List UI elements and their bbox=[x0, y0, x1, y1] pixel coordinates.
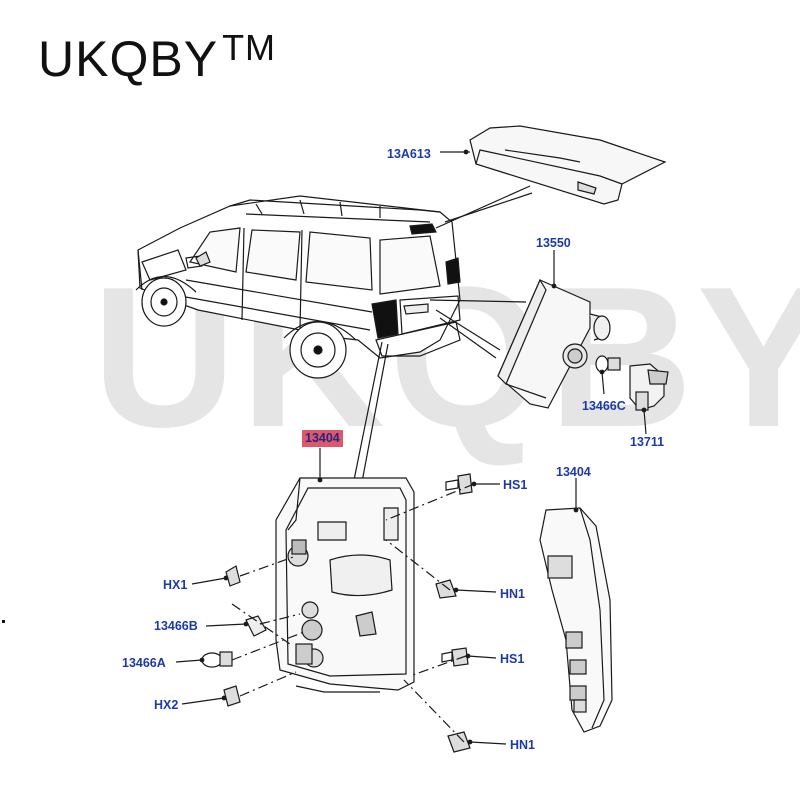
bulb-13466c bbox=[595, 355, 621, 373]
callout-hs1-top: HS1 bbox=[503, 478, 528, 492]
callout-13404-highlighted: 13404 bbox=[302, 430, 343, 447]
bulb-holder-13711 bbox=[629, 363, 669, 411]
leader-lines bbox=[353, 151, 533, 483]
callout-hx1: HX1 bbox=[163, 578, 188, 592]
callout-hx2: HX2 bbox=[154, 698, 179, 712]
callout-13404-side: 13404 bbox=[556, 465, 591, 479]
label-leaders bbox=[175, 149, 647, 745]
callout-13a613: 13A613 bbox=[387, 147, 431, 161]
callout-13466a: 13466A bbox=[122, 656, 166, 670]
brand-name: UKQBY bbox=[38, 31, 219, 87]
tail-lamp-front-view bbox=[275, 477, 415, 693]
callout-hn1-top: HN1 bbox=[500, 587, 526, 601]
tail-lamp-side-view bbox=[539, 507, 613, 733]
fasteners bbox=[201, 473, 473, 753]
assembly-lines bbox=[231, 483, 475, 743]
high-mount-stop-lamp bbox=[469, 125, 667, 205]
callout-13466c: 13466C bbox=[582, 399, 626, 413]
callout-hs1-bottom: HS1 bbox=[500, 652, 525, 666]
callout-13550: 13550 bbox=[536, 236, 571, 250]
vehicle-drawing bbox=[135, 195, 461, 379]
callout-13711: 13711 bbox=[630, 435, 665, 449]
stray-dot bbox=[2, 620, 5, 623]
brand-trademark: TM bbox=[222, 27, 277, 68]
callout-hn1-bottom: HN1 bbox=[510, 738, 536, 752]
callout-13466b: 13466B bbox=[154, 619, 198, 633]
upper-lamp-unit bbox=[497, 278, 611, 409]
